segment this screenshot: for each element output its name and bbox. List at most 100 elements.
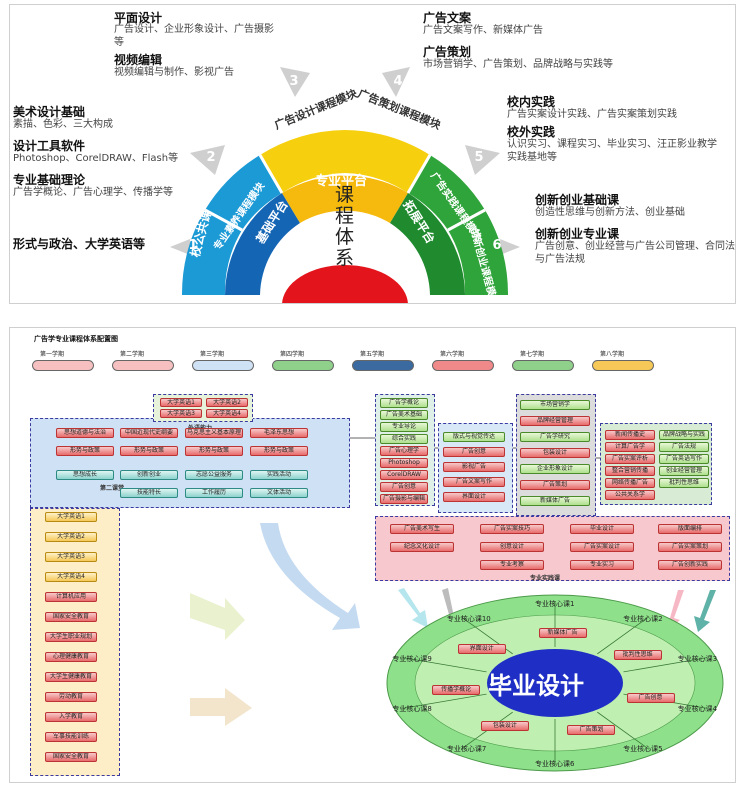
core-course-label: 专业核心课4 (677, 704, 718, 713)
center-title: 课程体系 (335, 184, 355, 269)
foundation-course: 中国近现代史纲要 (120, 428, 178, 438)
ring-ray (597, 616, 650, 655)
left-desc-4: 广告学概论、广告心理学、传播学等 (13, 187, 173, 198)
foundation-course: 形势与政策 (185, 446, 243, 456)
practice-course: 广告创新实践 (658, 560, 722, 570)
right-desc-1: 市场营销学、广告策划、品牌战略与实践等 (423, 59, 613, 70)
foundation-course: 毛泽东思想 (250, 428, 308, 438)
semester-pill (352, 360, 414, 371)
left-title-0: 平面设计 (114, 11, 163, 25)
general-course: 劳动教育 (45, 692, 97, 702)
graduation-ellipse (386, 594, 724, 772)
extension-course: 公共关系学 (605, 490, 655, 500)
number-2: 2 (206, 150, 216, 165)
general-course: 大学英语4 (45, 572, 97, 582)
basic-course: 综合实践 (380, 434, 428, 444)
market-course: 市场营销学 (520, 400, 590, 410)
left-title-1: 视频编辑 (114, 53, 163, 67)
basic-course: 广告创意 (380, 482, 428, 492)
semester-pill (592, 360, 654, 371)
inner-basic (225, 193, 300, 295)
market-course: 新媒体广告 (520, 496, 590, 506)
basic-course: 广告学概论 (380, 398, 428, 408)
segment-public (181, 210, 242, 295)
segment-m5 (408, 155, 485, 230)
general-course: 国家安全教育 (45, 752, 97, 762)
right-desc-5: 广告创意、创业经营与广告公司管理、合同法与广告法规 (535, 241, 735, 265)
semester-label: 第一学期 (40, 351, 65, 358)
extension-course: 计算广告学 (605, 442, 655, 452)
general-course: 入学教育 (45, 712, 97, 722)
arrow-3 (280, 67, 310, 97)
extension-course: 整合营销传播 (605, 466, 655, 476)
foundation-course: 马克思主义基本原理 (185, 428, 243, 438)
left-title-2: 美术设计基础 (13, 105, 86, 119)
core-course-box: 界面设计 (457, 643, 506, 654)
right-title-3: 校外实践 (507, 125, 556, 139)
core-course-box: 新媒体广告 (538, 628, 587, 639)
english-course: 大学英语3 (160, 409, 202, 418)
left-desc-3: Photoshop、CorelDRAW、Flash等 (13, 153, 179, 164)
english-course: 大学英语4 (206, 409, 248, 418)
semester-pill (32, 360, 94, 371)
foundation-course: 思想成长 (56, 470, 114, 480)
red-core (282, 265, 408, 303)
general-course: 军事技能训练 (45, 732, 97, 742)
right-title-5: 创新创业专业课 (535, 227, 620, 241)
label-professional: 专业平台 (315, 174, 368, 189)
core-course-label: 专业核心课1 (535, 600, 575, 608)
core-course-box: 包装设计 (480, 721, 529, 732)
basic-course: Photoshop (380, 458, 428, 468)
core-course-label: 专业核心课2 (623, 615, 663, 624)
foundation-course: 工作履历 (185, 488, 243, 498)
foundation-course: 创新创业 (120, 470, 178, 480)
core-course-label: 专业核心课7 (446, 744, 487, 753)
left-title-4: 专业基础理论 (13, 173, 86, 187)
general-course: 大学英语2 (45, 532, 97, 542)
market-course: 包装设计 (520, 448, 590, 458)
left-desc-0: 广告设计、企业形象设计、广告摄影等 (114, 24, 274, 48)
core-course-box: 传播学概论 (432, 685, 481, 696)
right-title-2: 校内实践 (507, 95, 556, 109)
foundation-course: 志愿公益服务 (185, 470, 243, 480)
core-course-label: 专业核心课5 (623, 744, 663, 753)
left-title-3: 设计工具软件 (13, 139, 86, 153)
ring-ray (597, 711, 650, 750)
english-course: 大学英语1 (160, 398, 202, 407)
basic-course: 专业导论 (380, 422, 428, 432)
semester-pill (432, 360, 494, 371)
semester-label: 第五学期 (360, 351, 385, 358)
right-desc-0: 广告文案写作、新媒体广告 (423, 25, 543, 36)
market-course: 企业形象设计 (520, 464, 590, 474)
practice-course: 广告美术写生 (390, 524, 454, 534)
segment-m2 (205, 155, 282, 230)
zone-second-class-label: 第二课堂 (100, 485, 125, 492)
general-course: 大学生健康教育 (45, 672, 97, 682)
english-course: 大学英语2 (206, 398, 248, 407)
right-desc-2: 广告实案设计实践、广告实案策划实践 (507, 109, 677, 120)
general-course: 大学生职业规划 (45, 632, 97, 642)
general-course: 心理健康教育 (45, 652, 97, 662)
arrow-4 (382, 67, 410, 97)
number-5: 5 (474, 150, 484, 165)
market-course: 广告策划 (520, 480, 590, 490)
market-course: 广告学研究 (520, 432, 590, 442)
design-course: 影视广告 (443, 462, 505, 472)
foundation-course: 形势与政策 (120, 446, 178, 456)
arrow-5 (465, 145, 500, 175)
semester-pill (112, 360, 174, 371)
foundation-course: 实践活动 (250, 470, 308, 480)
right-title-1: 广告策划 (423, 45, 472, 59)
foundation-course: 思想道德与法治 (56, 428, 114, 438)
segment-m4 (345, 130, 430, 193)
semicircle-diagram (170, 67, 520, 303)
foundation-course: 技能特长 (120, 488, 178, 498)
foundation-course: 形势与政策 (250, 446, 308, 456)
zone-practice-label: 专业实践课 (530, 575, 561, 582)
left-desc-2: 素描、色彩、三大构成 (13, 119, 113, 130)
ring-ray (402, 657, 487, 673)
design-course: 版式与视觉传达 (443, 432, 505, 442)
core-course-box: 批判性思维 (613, 649, 662, 660)
practice-course: 广告实案设计 (570, 542, 634, 552)
right-desc-4: 创造性思维与创新方法、创业基础 (535, 207, 685, 218)
